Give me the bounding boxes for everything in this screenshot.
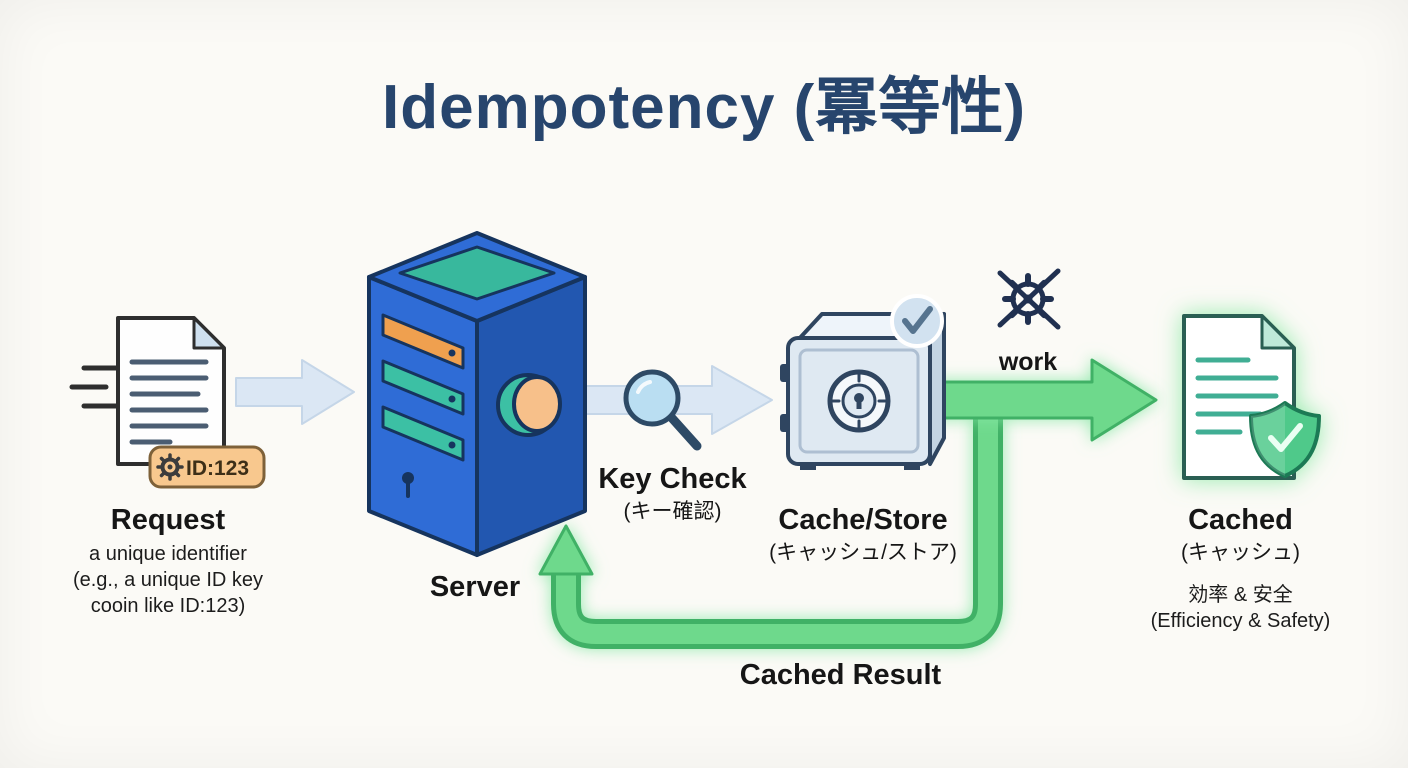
cached-label-block: Cached (キャッシュ) 効率 & 安全 (Efficiency & Saf… [1143,503,1338,634]
cache-store-label: Cache/Store [778,504,948,536]
server-label-block: Server [385,570,565,604]
cache-store-label-block: Cache/Store (キャッシュ/ストア) [743,503,983,566]
cached-result-label-block: Cached Result [698,658,983,692]
speed-lines [69,365,121,409]
request-desc: a unique identifier (e.g., a unique ID k… [72,543,264,617]
shield-icon [1249,401,1321,478]
id-badge: ID:123 [148,445,266,489]
magnifier-icon [623,369,702,451]
server-icon [367,231,587,557]
cached-label: Cached [1188,504,1293,536]
no-work-gear-icon [997,268,1061,330]
key-check-label-block: Key Check (キー確認) [560,462,785,525]
cached-result-label: Cached Result [739,659,942,691]
key-check-label: Key Check [598,463,747,495]
safe-icon [780,312,946,470]
diagram-title: Idempotency (冪等性) [382,73,1026,142]
gear-icon [156,453,184,481]
id-badge-text: ID:123 [186,457,249,480]
key-check-sub: (キー確認) [623,500,722,523]
flow-arrow-request-to-server [235,359,355,425]
work-label-block: work [988,348,1068,377]
green-arrow [928,358,1158,442]
request-label: Request [110,504,226,536]
request-label-block: Request a unique identifier (e.g., a uni… [36,503,300,619]
cached-sub: (キャッシュ) [1181,541,1300,564]
work-label: work [998,348,1058,376]
return-arrow [538,415,1003,649]
server-port [496,373,562,437]
checkmark-icon [890,294,944,348]
server-label: Server [429,571,521,603]
cache-store-sub: (キャッシュ/ストア) [769,541,957,564]
cached-doc-icon [1182,314,1321,480]
request-doc-icon: ID:123 [69,316,266,489]
cached-benefit: 効率 & 安全 (Efficiency & Safety) [1150,584,1331,632]
